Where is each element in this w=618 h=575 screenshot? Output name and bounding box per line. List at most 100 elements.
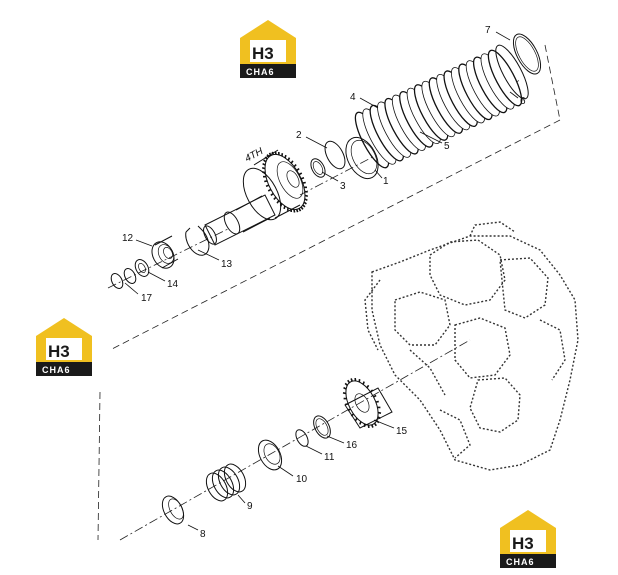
washer-part-14 [134,259,150,277]
logo-banner [240,64,296,78]
brand-logo-top: H3 CHA6 [240,20,296,78]
seal-ring-part-3 [310,158,326,178]
callout-6: 6 [520,96,526,107]
gear-tooth [270,192,274,197]
logo-banner [36,362,92,376]
ring-part-11 [295,429,309,447]
logo-bottom-text: CHA6 [506,557,535,567]
gear-tooth [347,379,351,384]
fourth-gear-shaft [203,149,309,246]
logo-top-text: H3 [252,44,274,63]
gear-tooth [276,200,280,204]
gear-tooth [268,152,272,156]
gear-tooth [362,381,365,385]
gear-tooth [354,417,358,422]
callout-labels: 1 2 3 4 5 6 7 8 9 10 11 12 13 14 15 16 1… [122,25,526,540]
spring-part-9 [205,463,247,502]
callout-10: 10 [296,474,308,485]
clutch-plate-pack [354,49,523,169]
gear-tooth [304,194,309,198]
seal-ring-part-2 [324,140,346,170]
gear-tooth [344,382,348,386]
gear-tooth [298,172,303,176]
callout-4: 4 [350,92,356,103]
gear-tooth [300,176,305,180]
gear-tooth [290,160,294,164]
gear-tooth [296,167,300,172]
logo-window-icon [46,338,82,360]
ring-part-17a [123,268,137,284]
gear-tooth [342,392,347,395]
logo-bottom-text: CHA6 [42,365,71,375]
ring-part-8-inner [168,498,184,520]
logo-top-text: H3 [512,534,534,553]
gear-tooth [375,400,379,403]
gear-tooth [293,163,297,168]
snap-ring-part-7-inner [515,36,539,72]
callout-17: 17 [141,293,153,304]
leader-lines [124,31,519,531]
callout-16: 16 [346,440,358,451]
ring-part-6 [495,44,529,100]
gear-tooth [262,162,266,166]
callout-14: 14 [167,279,179,290]
gear-tooth [347,408,351,412]
logo-banner [500,554,556,568]
snap-ring-part-7 [512,33,542,75]
section-label-4th: 4TH [243,146,266,165]
callout-3: 3 [340,181,346,192]
callout-9: 9 [247,501,253,512]
gear-part-15 [342,377,393,429]
gear-tooth [263,159,267,163]
logo-window-icon [510,530,546,552]
ring-part-16-inner [315,418,329,436]
piston-part-1-inner [350,139,378,175]
ring-part-8 [161,495,185,525]
gear-tooth [273,196,277,201]
gear-tooth [377,416,381,420]
gear-tooth [373,422,377,427]
callout-8: 8 [200,529,206,540]
gear-tooth [261,166,266,170]
gear-tooth [264,156,268,160]
ring-part-17b [110,273,124,289]
gear-tooth [274,151,277,155]
gear-tooth [298,208,302,212]
callout-7: 7 [485,25,491,36]
gear-tooth [345,403,349,406]
gear-tooth [302,181,306,184]
gear-tooth [343,386,347,390]
callout-12: 12 [122,233,134,244]
ring-part-16 [313,415,331,439]
gear-tooth [302,204,306,208]
logo-window-icon [250,40,286,62]
gear-tooth [264,180,268,183]
gear-tooth [359,421,362,425]
snap-ring-part-13 [185,225,210,256]
brand-logo-bottom: H3 CHA6 [500,510,556,568]
gear-tooth [279,203,283,207]
gear-tooth [267,188,272,192]
gear-tooth [350,378,353,382]
gear-tooth [287,157,291,161]
gear-tooth [304,198,308,202]
gear-tooth [295,209,299,213]
gear-tooth [373,394,377,398]
callout-15: 15 [396,426,408,437]
gear-tooth [293,209,296,213]
gear-15-teeth [342,377,382,429]
callout-2: 2 [296,130,302,141]
gear-tooth [350,413,355,417]
gear-tooth [266,154,270,158]
callout-5: 5 [444,141,450,152]
logo-top-text: H3 [48,342,70,361]
bearing-part-12 [151,235,179,269]
gear-tooth [303,201,307,205]
gear-tooth [283,205,286,210]
gear-tooth [377,411,382,414]
gear-tooth [271,151,275,155]
gear-tooth [366,384,370,389]
gear-teeth [261,151,309,213]
gear-tooth [300,206,304,210]
